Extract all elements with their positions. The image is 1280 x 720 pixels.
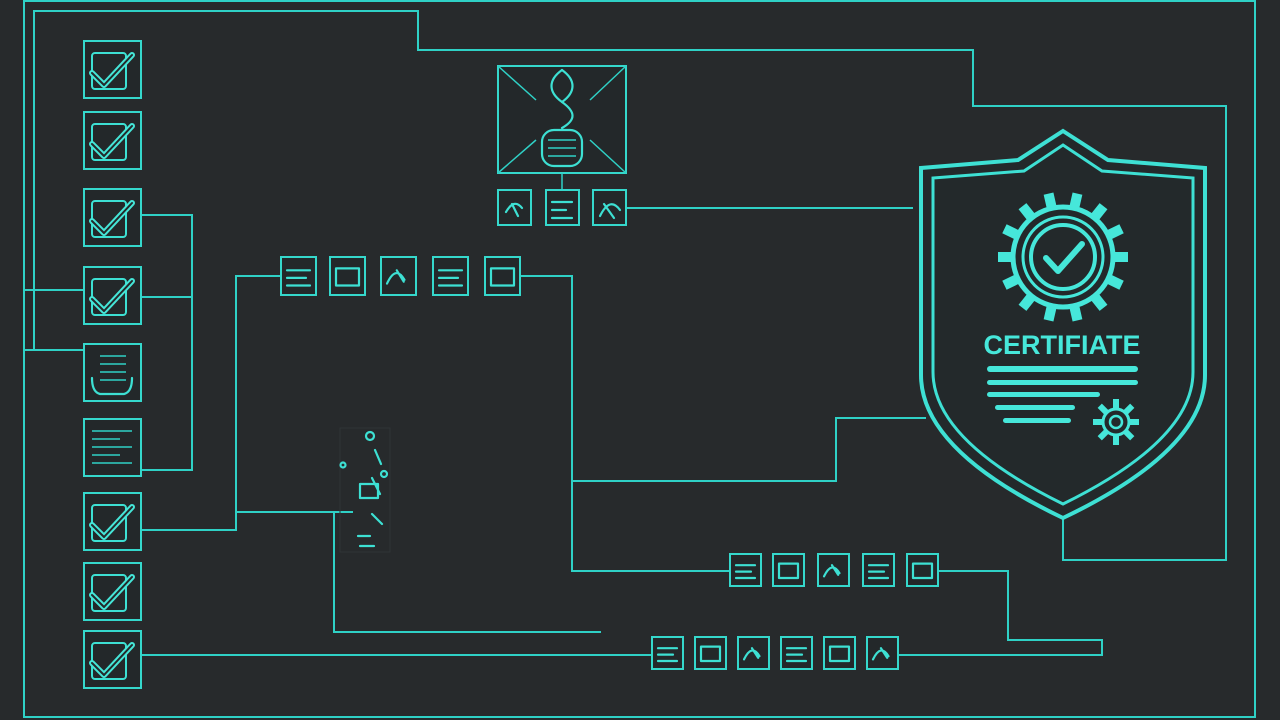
document-icon	[380, 256, 417, 296]
dna-diagram-panel	[497, 65, 627, 190]
document-icons-row-middle	[729, 553, 939, 587]
certificate-label: CERTIFIATE	[984, 330, 1141, 360]
document-icon	[729, 553, 762, 587]
document-icon	[823, 636, 856, 670]
checkbox-checked-icon	[83, 266, 142, 325]
document-lines-icon	[83, 418, 142, 477]
tool-icons-row-1	[497, 189, 627, 226]
document-icon	[862, 553, 895, 587]
outer-frame	[23, 0, 1256, 718]
document-icon	[817, 553, 850, 587]
document-icons-row-bottom	[651, 636, 899, 670]
document-icon	[737, 636, 770, 670]
gear-badge-check-icon	[998, 192, 1128, 322]
checkbox-checked-icon	[83, 562, 142, 621]
certificate-text-lines	[987, 366, 1138, 423]
connector-top-route	[33, 10, 85, 351]
checkbox-checked-icon	[83, 188, 142, 247]
document-icon	[772, 553, 805, 587]
document-icons-row-top	[280, 256, 521, 296]
document-icon	[694, 636, 727, 670]
small-tool-icon	[545, 189, 580, 226]
gear-seal-icon	[1093, 399, 1139, 445]
checkbox-checked-icon	[83, 630, 142, 689]
checklist-bracket	[142, 214, 193, 471]
document-icon	[651, 636, 684, 670]
document-icon	[329, 256, 366, 296]
connector-mid-route	[142, 275, 281, 531]
document-icon	[866, 636, 899, 670]
checkbox-checked-icon	[83, 40, 142, 99]
document-icon	[484, 256, 521, 296]
scattered-glyph-cluster	[339, 427, 391, 553]
document-icon	[432, 256, 469, 296]
connector-lines	[25, 10, 1227, 656]
document-icon	[280, 256, 317, 296]
checkbox-checked-icon	[83, 492, 142, 551]
certificate-shield: CERTIFIATE	[919, 128, 1207, 521]
checkbox-checked-icon	[83, 111, 142, 170]
document-icon	[906, 553, 939, 587]
small-tool-icon	[497, 189, 532, 226]
checklist-column	[83, 40, 142, 689]
document-icon	[780, 636, 813, 670]
small-tool-icon	[592, 189, 627, 226]
document-icon	[83, 343, 142, 402]
